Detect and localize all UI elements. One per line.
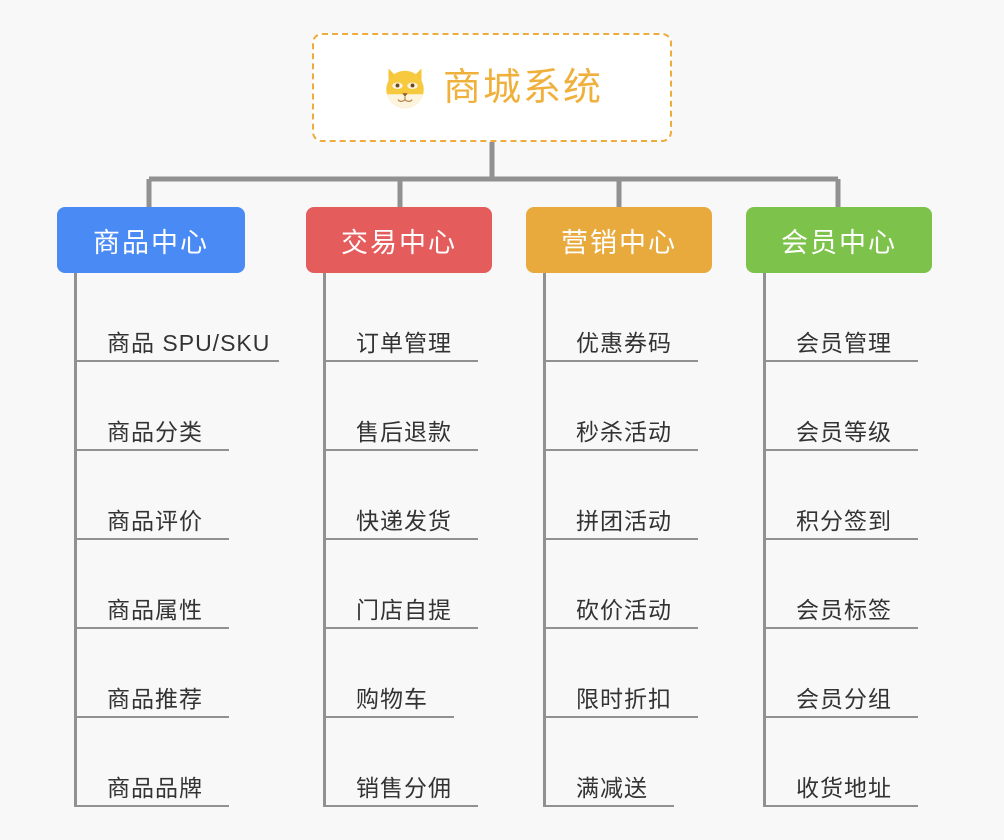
category-header-label: 商品中心 [93,227,209,258]
leaf-item[interactable]: 收货地址 [766,718,969,807]
root-node-label: 商城系统 [442,66,603,109]
leaf-item[interactable]: 商品评价 [77,451,280,540]
category-header-交易中心[interactable]: 交易中心 [306,207,492,273]
leaf-item[interactable]: 商品品牌 [77,718,280,807]
leaf-item-label: 订单管理 [356,329,452,356]
leaf-item-label: 拼团活动 [576,507,672,534]
leaf-list-会员中心: 会员管理 会员等级 积分签到 会员标签 会员分组 [763,273,969,807]
leaf-underline [77,805,229,807]
leaf-item-label: 积分签到 [796,507,892,534]
leaf-list-营销中心: 优惠券码 秒杀活动 拼团活动 砍价活动 限时折扣 [543,273,749,807]
leaf-item[interactable]: 门店自提 [326,540,529,629]
leaf-item[interactable]: 售后退款 [326,362,529,451]
category-column-会员中心: 会员中心 会员管理 会员等级 积分签到 会员标签 [746,207,966,807]
category-header-label: 营销中心 [561,227,677,258]
leaf-item-label: 商品推荐 [107,685,203,712]
leaf-item[interactable]: 会员分组 [766,629,969,718]
leaf-item-label: 满减送 [576,774,648,801]
leaf-item-label: 商品评价 [107,507,203,534]
leaf-item-label: 销售分佣 [356,774,452,801]
leaf-underline [766,538,918,540]
leaf-underline [766,716,918,718]
leaf-item[interactable]: 商品属性 [77,540,280,629]
leaf-underline [546,538,698,540]
category-header-label: 会员中心 [781,227,897,258]
leaf-underline [77,360,279,362]
leaf-item[interactable]: 商品推荐 [77,629,280,718]
leaf-item-label: 会员等级 [796,418,892,445]
leaf-item[interactable]: 限时折扣 [546,629,749,718]
leaf-item-label: 商品属性 [107,596,203,623]
category-header-label: 交易中心 [341,227,457,258]
leaf-item[interactable]: 砍价活动 [546,540,749,629]
leaf-item-label: 收货地址 [796,774,892,801]
leaf-underline [326,360,478,362]
leaf-underline [77,538,229,540]
leaf-item-label: 会员分组 [796,685,892,712]
leaf-item-label: 商品分类 [107,418,203,445]
leaf-item-label: 会员管理 [796,329,892,356]
leaf-underline [546,627,698,629]
leaf-item[interactable]: 订单管理 [326,273,529,362]
leaf-item-label: 门店自提 [356,596,452,623]
leaf-underline [546,449,698,451]
leaf-item[interactable]: 会员等级 [766,362,969,451]
leaf-underline [546,805,674,807]
leaf-underline [326,716,454,718]
category-header-营销中心[interactable]: 营销中心 [526,207,712,273]
category-header-商品中心[interactable]: 商品中心 [57,207,245,273]
leaf-underline [326,627,478,629]
leaf-underline [77,627,229,629]
leaf-item-label: 砍价活动 [576,596,672,623]
leaf-underline [546,360,698,362]
leaf-underline [766,627,918,629]
shiba-dog-face-icon [386,68,424,108]
category-header-会员中心[interactable]: 会员中心 [746,207,932,273]
leaf-item[interactable]: 优惠券码 [546,273,749,362]
category-column-交易中心: 交易中心 订单管理 售后退款 快递发货 门店自提 [306,207,526,807]
leaf-underline [766,449,918,451]
leaf-underline [77,449,229,451]
leaf-item[interactable]: 快递发货 [326,451,529,540]
leaf-underline [326,449,478,451]
leaf-item[interactable]: 秒杀活动 [546,362,749,451]
leaf-underline [326,805,478,807]
leaf-item[interactable]: 会员管理 [766,273,969,362]
leaf-item-label: 商品品牌 [107,774,203,801]
leaf-underline [766,360,918,362]
leaf-underline [77,716,229,718]
leaf-underline [766,805,918,807]
root-node-商城系统[interactable]: 商城系统 [312,33,672,142]
leaf-item-label: 购物车 [356,685,428,712]
leaf-item-label: 售后退款 [356,418,452,445]
category-column-商品中心: 商品中心 商品 SPU/SKU 商品分类 商品评价 商品属性 [57,207,280,807]
leaf-item-label: 商品 SPU/SKU [107,329,271,356]
leaf-item[interactable]: 满减送 [546,718,749,807]
leaf-item-label: 会员标签 [796,596,892,623]
leaf-item-label: 快递发货 [356,507,452,534]
leaf-item[interactable]: 购物车 [326,629,529,718]
leaf-list-商品中心: 商品 SPU/SKU 商品分类 商品评价 商品属性 商品推荐 [74,273,280,807]
leaf-underline [546,716,698,718]
leaf-item[interactable]: 积分签到 [766,451,969,540]
leaf-underline [326,538,478,540]
leaf-item-label: 秒杀活动 [576,418,672,445]
leaf-item[interactable]: 销售分佣 [326,718,529,807]
leaf-item[interactable]: 商品 SPU/SKU [77,273,280,362]
leaf-item[interactable]: 拼团活动 [546,451,749,540]
leaf-item-label: 限时折扣 [576,685,672,712]
leaf-list-交易中心: 订单管理 售后退款 快递发货 门店自提 购物车 [323,273,529,807]
category-column-营销中心: 营销中心 优惠券码 秒杀活动 拼团活动 砍价活动 [526,207,746,807]
leaf-item[interactable]: 会员标签 [766,540,969,629]
leaf-item[interactable]: 商品分类 [77,362,280,451]
leaf-item-label: 优惠券码 [576,329,672,356]
